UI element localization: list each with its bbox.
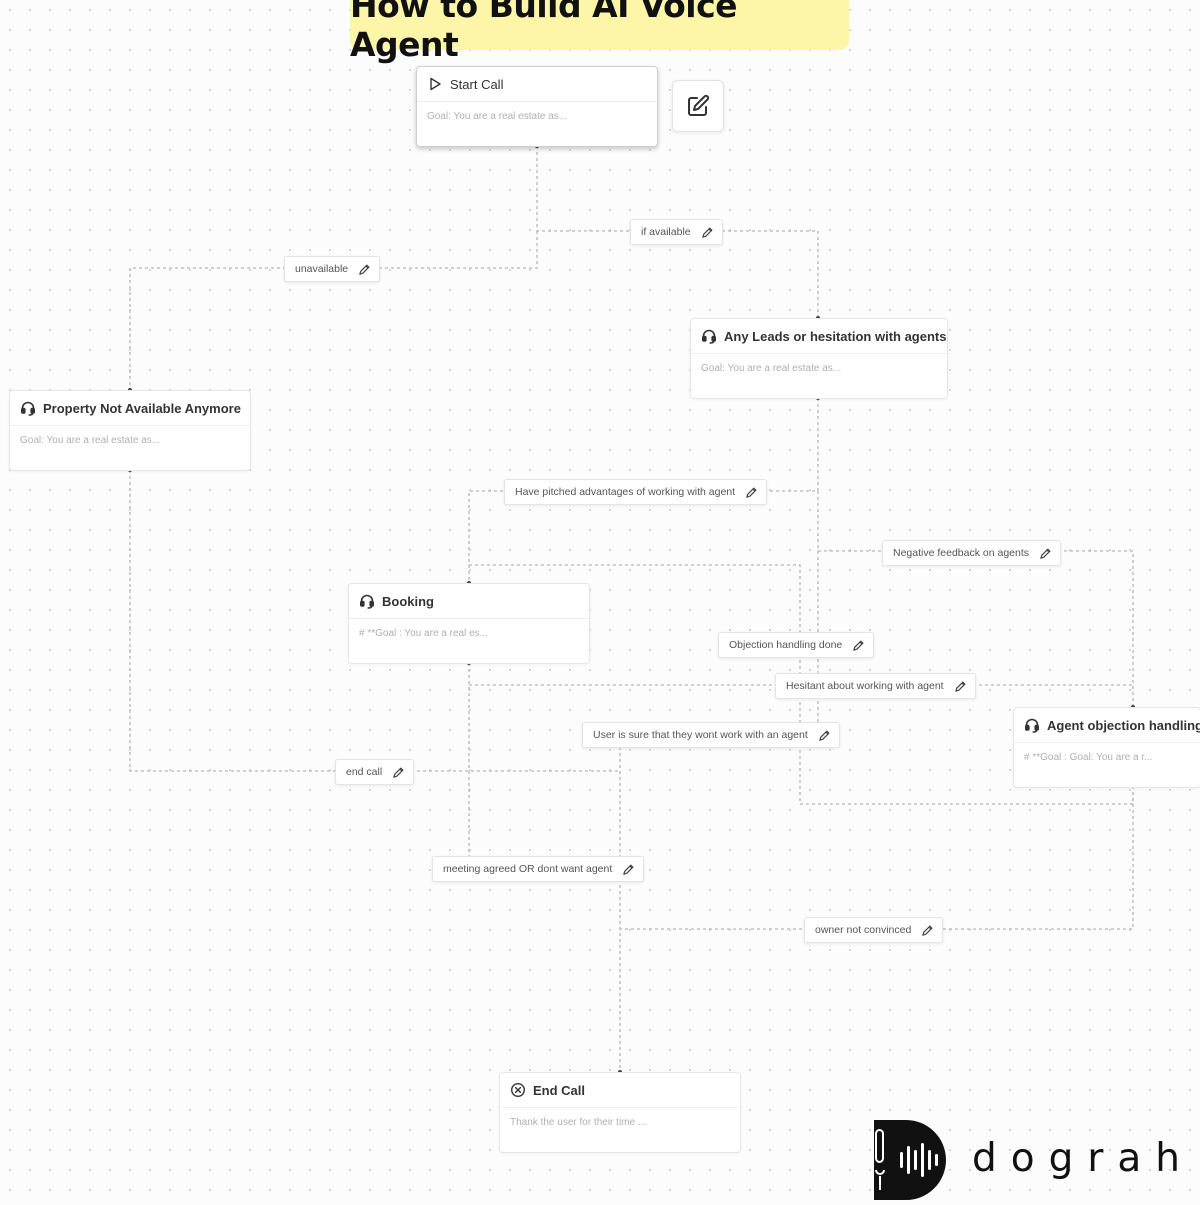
edge-label-if-available[interactable]: if available [630,219,723,245]
edge-label-hesitant[interactable]: Hesitant about working with agent [775,673,976,699]
brand-name: dograh [972,1136,1195,1181]
node-subtitle: Thank the user for their time ... [510,1117,647,1128]
close-circle-icon [510,1082,526,1098]
edge-start-to-property [129,231,538,390]
node-start-call[interactable]: Start Call Goal: You are a real estate a… [416,66,658,147]
node-any-leads[interactable]: Any Leads or hesitation with agents? Goa… [690,318,948,399]
pencil-icon[interactable] [701,226,714,239]
pencil-icon[interactable] [954,680,967,693]
edge-label-text: Have pitched advantages of working with … [515,486,736,498]
edge-label-text: unavailable [295,263,349,275]
pencil-icon[interactable] [852,639,865,652]
node-title: Start Call [450,76,504,92]
node-subtitle: Goal: You are a real estate as... [20,435,161,446]
pencil-icon[interactable] [745,486,758,499]
edge-label-text: Hesitant about working with agent [786,680,944,692]
edge-label-negative-feedback[interactable]: Negative feedback on agents [882,540,1062,566]
edge-label-objection-done[interactable]: Objection handling done [718,632,875,658]
node-agent-objection-handling[interactable]: Agent objection handling # **Goal : Goal… [1013,707,1200,788]
node-end-call[interactable]: End Call Thank the user for their time .… [499,1072,741,1153]
edge-label-end-call[interactable]: end call [335,759,415,785]
headset-icon [1024,717,1040,733]
node-title: End Call [533,1082,586,1098]
edge-label-text: if available [641,226,691,238]
edge-label-unavailable[interactable]: unavailable [284,256,381,282]
edge-label-text: Objection handling done [729,639,843,651]
node-property-not-available[interactable]: Property Not Available Anymore Goal: You… [9,390,251,471]
pencil-icon[interactable] [818,729,831,742]
edge-booking-to-end [468,663,620,869]
edit-button[interactable] [672,80,724,132]
pencil-icon[interactable] [921,924,934,937]
edge-label-text: User is sure that they wont work with an… [593,729,808,741]
edge-label-owner-not-convinced[interactable]: owner not convinced [804,917,944,943]
pencil-icon[interactable] [358,263,371,276]
page-title: How to Build AI Voice Agent [350,0,849,64]
node-title: Agent objection handling [1047,717,1200,733]
edge-label-meeting-agreed[interactable]: meeting agreed OR dont want agent [432,856,645,882]
headset-icon [701,328,717,344]
headset-icon [20,400,36,416]
edge-label-text: meeting agreed OR dont want agent [443,863,613,875]
pencil-icon[interactable] [1039,547,1052,560]
node-subtitle: Goal: You are a real estate as... [701,363,842,374]
edge-label-text: Negative feedback on agents [893,547,1030,559]
edge-label-text: end call [346,766,383,778]
brand-logo-icon [874,1120,948,1200]
node-title: Property Not Available Anymore [43,400,241,416]
headset-icon [359,593,375,609]
edge-label-text: owner not convinced [815,924,912,936]
node-subtitle: # **Goal : You are a real es... [359,628,488,639]
node-subtitle: # **Goal : Goal: You are a r... [1024,752,1153,763]
edit-icon [686,94,710,118]
edge-label-user-sure[interactable]: User is sure that they wont work with an… [582,722,840,748]
pencil-icon[interactable] [622,863,635,876]
pencil-icon[interactable] [392,766,405,779]
play-icon [427,76,443,92]
node-title: Booking [382,593,434,609]
edge-label-pitched-advantages[interactable]: Have pitched advantages of working with … [504,479,768,505]
edge-objection-to-end [620,786,1134,930]
node-booking[interactable]: Booking # **Goal : You are a real es... [348,583,590,664]
node-subtitle: Goal: You are a real estate as... [427,111,568,122]
node-title: Any Leads or hesitation with agents? [724,328,947,344]
